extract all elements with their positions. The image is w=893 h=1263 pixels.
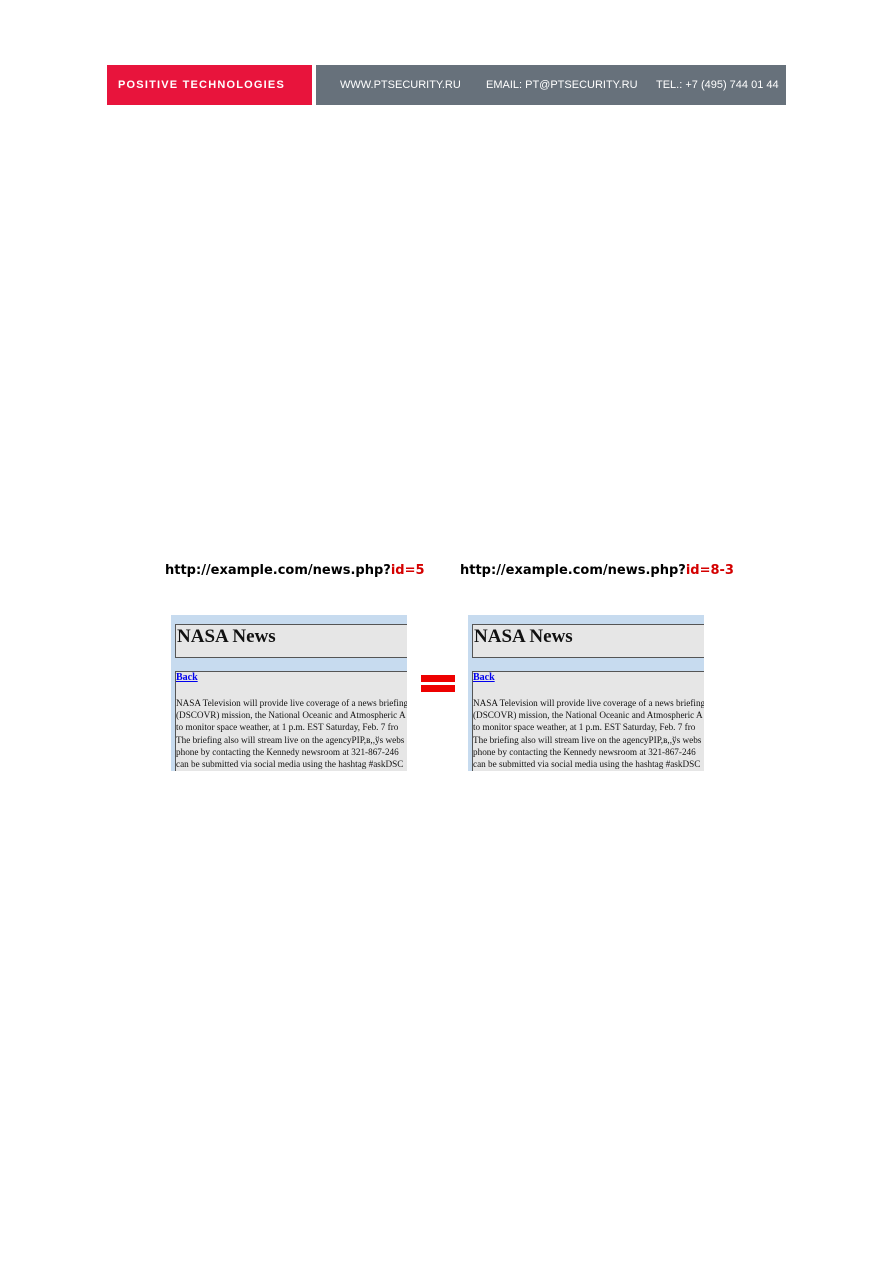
url-right-base: http://example.com/news.php? bbox=[460, 563, 686, 578]
equals-icon bbox=[421, 675, 455, 692]
back-link[interactable]: Back bbox=[176, 672, 198, 683]
news-line: can be submitted via social media using … bbox=[176, 759, 404, 770]
brand-logo: POSITIVE TECHNOLOGIES bbox=[107, 65, 312, 105]
news-line: (DSCOVR) mission, the National Oceanic a… bbox=[176, 710, 406, 721]
equals-bar-top bbox=[421, 675, 455, 682]
back-link[interactable]: Back bbox=[473, 672, 495, 683]
news-content-box: Back NASA Television will provide live c… bbox=[472, 671, 704, 771]
news-line: The briefing also will stream live on th… bbox=[176, 734, 405, 745]
news-title: NASA News bbox=[177, 626, 276, 647]
contact-bar: WWW.PTSECURITY.RU EMAIL: PT@PTSECURITY.R… bbox=[316, 65, 786, 105]
page-screenshot-right: NASA News Back NASA Television will prov… bbox=[468, 615, 704, 771]
news-line: phone by contacting the Kennedy newsroom… bbox=[176, 746, 399, 757]
brand-name: POSITIVE TECHNOLOGIES bbox=[118, 79, 285, 91]
page-header: POSITIVE TECHNOLOGIES WWW.PTSECURITY.RU … bbox=[107, 65, 786, 105]
news-title-box: NASA News bbox=[175, 624, 407, 658]
equals-bar-bottom bbox=[421, 685, 455, 692]
news-line: The briefing also will stream live on th… bbox=[473, 734, 702, 745]
page-screenshot-left: NASA News Back NASA Television will prov… bbox=[171, 615, 407, 771]
url-right: http://example.com/news.php?id=8-3 bbox=[460, 563, 734, 578]
news-line: to monitor space weather, at 1 p.m. EST … bbox=[176, 722, 399, 733]
news-line: NASA Television will provide live covera… bbox=[473, 698, 704, 708]
url-left-param: id=5 bbox=[390, 563, 425, 578]
news-title-box: NASA News bbox=[472, 624, 704, 658]
website-text: WWW.PTSECURITY.RU bbox=[340, 79, 461, 91]
news-content-box: Back NASA Television will provide live c… bbox=[175, 671, 407, 771]
email-text: EMAIL: PT@PTSECURITY.RU bbox=[486, 79, 638, 91]
news-line: can be submitted via social media using … bbox=[473, 759, 701, 770]
news-body: NASA Television will provide live covera… bbox=[473, 697, 704, 770]
news-line: NASA Television will provide live covera… bbox=[176, 698, 407, 708]
news-title: NASA News bbox=[474, 626, 573, 647]
news-line: to monitor space weather, at 1 p.m. EST … bbox=[473, 722, 696, 733]
url-left-base: http://example.com/news.php? bbox=[165, 563, 391, 578]
news-line: phone by contacting the Kennedy newsroom… bbox=[473, 746, 696, 757]
url-left: http://example.com/news.php?id=5 bbox=[165, 563, 425, 578]
phone-text: TEL.: +7 (495) 744 01 44 bbox=[656, 79, 779, 91]
news-body: NASA Television will provide live covera… bbox=[176, 697, 407, 770]
news-line: (DSCOVR) mission, the National Oceanic a… bbox=[473, 710, 703, 721]
url-right-param: id=8-3 bbox=[685, 563, 734, 578]
